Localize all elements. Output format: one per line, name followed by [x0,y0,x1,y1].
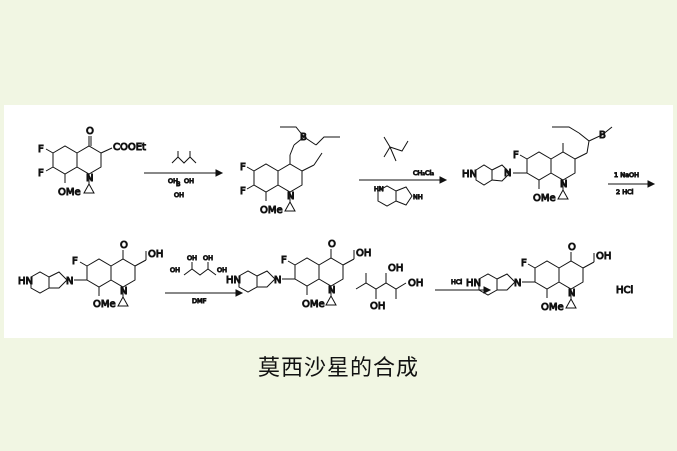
reaction-arrow-3: 1 NaOH 2 HCl [608,171,656,197]
synthesis-scheme: O COOEt F F N OMe B OH OH OH B N F [18,126,656,314]
hydroxyl-label: OH [170,266,180,274]
hydroxyl-label: OH [388,263,403,274]
fluoro-label: F [38,168,44,179]
solvent-label: CH₂Cl₂ [413,169,434,177]
hn-label: HN [462,169,477,180]
hydroxyl-label: OH [184,177,194,185]
compound-boron-chelate: B N F F OMe [240,126,340,217]
reaction-arrow-4: OH OH OH OH DMF [165,254,244,306]
methoxy-label: OMe [533,193,556,204]
carbonyl-o: O [568,242,576,253]
hn-label: HN [226,275,241,286]
carbonyl-o: O [86,126,94,137]
hn-label: HN [18,276,33,287]
boron-label: B [300,132,307,143]
methoxy-label: OMe [260,205,283,216]
hydroxyl-label: OH [370,301,385,312]
compound-hydrochloride: O OH N F N OMe HN HCl [466,242,634,314]
methoxy-label: OMe [93,299,116,310]
compound-tartrate-chelate: O OH N F N OMe HN OH OH OH [226,239,424,313]
hydroxyl-label: OH [217,266,227,274]
ring-n: N [504,168,511,179]
reaction-arrow-2: CH₂Cl₂ HN NH [359,136,448,207]
condition-line-1: 1 NaOH [614,171,639,179]
hn-label: HN [466,278,481,289]
hydroxyl-label: OH [408,278,423,289]
hydroxyl-label: OH [168,177,178,185]
ring-n: N [287,191,294,202]
page-caption: 莫西沙星的合成 [257,356,419,381]
reaction-arrow-5: HCl [435,278,492,294]
compound-ethyl-ester: O COOEt F F N OMe [38,126,147,199]
ring-n: N [274,275,281,286]
reaction-arrow-1: B OH OH OH [144,151,224,200]
carbonyl-o: O [328,239,336,250]
hydroxyl-label: OH [203,254,213,262]
fluoro-label: F [281,255,287,266]
acid-oh: OH [596,251,611,262]
boron-label: B [176,180,180,188]
ester-label: COOEt [113,142,146,153]
compound-free-base: O OH N F N OMe HN [18,240,164,311]
scheme-panel: O COOEt F F N OMe B OH OH OH B N F [4,105,673,338]
fluoro-label: F [38,144,44,155]
ring-n: N [328,285,335,296]
fluoro-label: F [240,186,246,197]
methoxy-label: OMe [302,299,325,310]
fluoro-label: F [521,258,527,269]
ring-n: N [66,276,73,287]
ring-n: N [514,278,521,289]
condition-line-2: 2 HCl [616,188,634,196]
fluoro-label: F [240,162,246,173]
ring-n: N [86,173,93,184]
methoxy-label: OMe [541,302,564,313]
hydroxyl-label: OH [187,254,197,262]
fluoro-label: F [72,256,78,267]
carbonyl-o: O [120,240,128,251]
acid-oh: OH [148,249,163,260]
acid-oh: OH [356,248,371,259]
compound-coupled-chelate: B N F N OMe HN [462,126,613,205]
solvent-label: DMF [192,297,207,305]
boron-label: B [599,130,606,141]
ring-n: N [568,288,575,299]
fluoro-label: F [513,150,519,161]
reagent-label: HCl [451,278,462,286]
methoxy-label: OMe [58,187,81,198]
ring-n: N [560,179,567,190]
ring-n: N [120,286,127,297]
hn-label: HN [374,185,384,193]
salt-label: HCl [616,285,633,296]
hydroxyl-label: OH [174,191,184,199]
nh-label: NH [413,193,423,201]
